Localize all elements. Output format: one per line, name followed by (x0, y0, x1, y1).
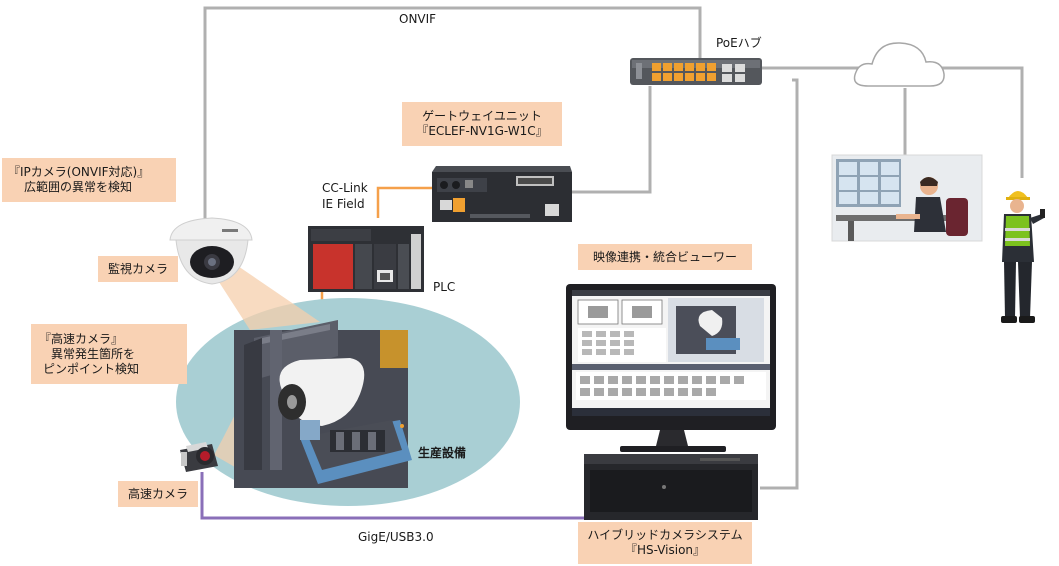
cclink-label: CC-Link IE Field (322, 180, 368, 212)
gateway-unit-model: 『ECLEF-NV1G-W1C』 (416, 124, 548, 138)
gige-label: GigE/USB3.0 (358, 530, 434, 544)
surveillance-camera-label: 監視カメラ (98, 256, 178, 282)
plc-label: PLC (433, 280, 456, 294)
hs-vision-label: ハイブリッドカメラシステム 『HS-Vision』 (578, 522, 752, 564)
gateway-unit-icon (432, 166, 572, 222)
viewer-label: 映像連携・統合ビューワー (578, 244, 752, 270)
cclink-label-line1: CC-Link (322, 181, 368, 195)
hs-vision-pc-icon (584, 454, 758, 520)
gige-cable (200, 472, 585, 520)
onvif-network-line (203, 6, 1024, 490)
surveillance-camera-text: 監視カメラ (107, 261, 168, 276)
high-speed-camera-label: 高速カメラ (118, 481, 198, 507)
cclink-line (376, 186, 432, 218)
ip-camera-detail: 広範囲の異常を検知 (24, 180, 133, 194)
viewer-monitor-icon (566, 284, 776, 452)
operator-icon (831, 154, 983, 242)
plc-icon (308, 226, 424, 292)
high-speed-camera-icon (180, 442, 218, 472)
high-speed-camera-description: 『高速カメラ』 異常発生箇所を ピンポイント検知 (31, 324, 187, 384)
onvif-label: ONVIF (399, 12, 437, 26)
high-speed-camera-detail-1: 異常発生箇所を (51, 346, 136, 361)
ip-camera-description: 『IPカメラ(ONVIF対応)』 広範囲の異常を検知 (2, 158, 176, 202)
surveillance-camera-icon (169, 217, 253, 285)
gateway-unit-name: ゲートウェイユニット (422, 109, 542, 123)
poe-hub-label: PoEハブ (716, 36, 762, 50)
field-worker-icon (1001, 191, 1045, 323)
hs-vision-name: ハイブリッドカメラシステム (587, 528, 743, 542)
cloud-icon (853, 42, 945, 87)
cclink-label-line2: IE Field (322, 197, 365, 211)
high-speed-camera-detail-2: ピンポイント検知 (43, 361, 140, 376)
poe-hub-icon (630, 58, 762, 85)
gateway-unit-label: ゲートウェイユニット 『ECLEF-NV1G-W1C』 (402, 102, 562, 146)
production-equipment-icon (234, 320, 412, 488)
viewer-text: 映像連携・統合ビューワー (592, 249, 737, 264)
hs-vision-model: 『HS-Vision』 (624, 543, 706, 557)
ip-camera-title: 『IPカメラ(ONVIF対応)』 (8, 165, 150, 179)
high-speed-camera-text: 高速カメラ (127, 486, 188, 501)
equipment-label: 生産設備 (418, 446, 467, 460)
high-speed-camera-title: 『高速カメラ』 (39, 331, 124, 346)
camera-view-beam (208, 262, 320, 330)
